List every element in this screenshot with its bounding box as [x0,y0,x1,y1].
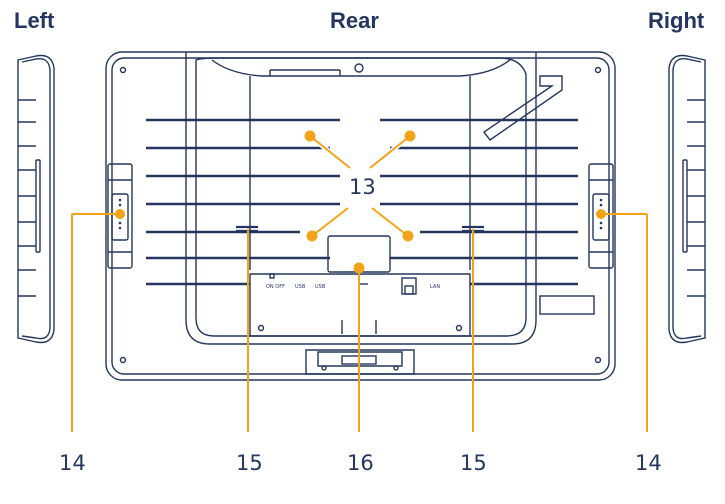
lan-port-label: LAN [430,284,440,290]
callout-13: 13 [347,175,378,199]
callout-15-left: 15 [236,451,263,475]
rear-outer-frame [105,51,616,381]
side-mount-dot [115,209,125,219]
screw-icon [119,356,127,364]
vesa-hole-icon [306,230,318,242]
side-mount-dot [596,209,606,219]
callout-14-left: 14 [59,451,86,475]
left-view-title: Left [14,8,55,33]
power-port-label: ON OFF [266,284,285,290]
rear-view-title: Rear [330,8,379,33]
vesa-hole-icon [404,130,416,142]
screw-icon [119,66,127,74]
bottom-tab [305,349,415,375]
rear-housing [185,52,537,345]
left-side-bracket [107,163,133,269]
screw-icon [594,356,602,364]
callout-16: 16 [347,451,374,475]
callout-dots [115,130,606,274]
stand-mount-dot [353,262,365,274]
left-side-view [17,54,55,344]
right-side-bracket [588,163,614,269]
callout-14-right: 14 [635,451,662,475]
port-panel [249,273,471,337]
usb-port-label-2: USB [315,284,326,290]
usb-port-label: USB [295,284,306,290]
right-view-title: Right [648,8,705,33]
callout-15-right: 15 [460,451,487,475]
screw-icon [594,66,602,74]
camera-icon [354,63,364,73]
vesa-hole-icon [402,230,414,242]
callout-lines [71,134,648,432]
right-side-view [668,54,706,344]
vesa-hole-icon [304,130,316,142]
rear-view [105,51,616,381]
rating-label [539,295,595,315]
